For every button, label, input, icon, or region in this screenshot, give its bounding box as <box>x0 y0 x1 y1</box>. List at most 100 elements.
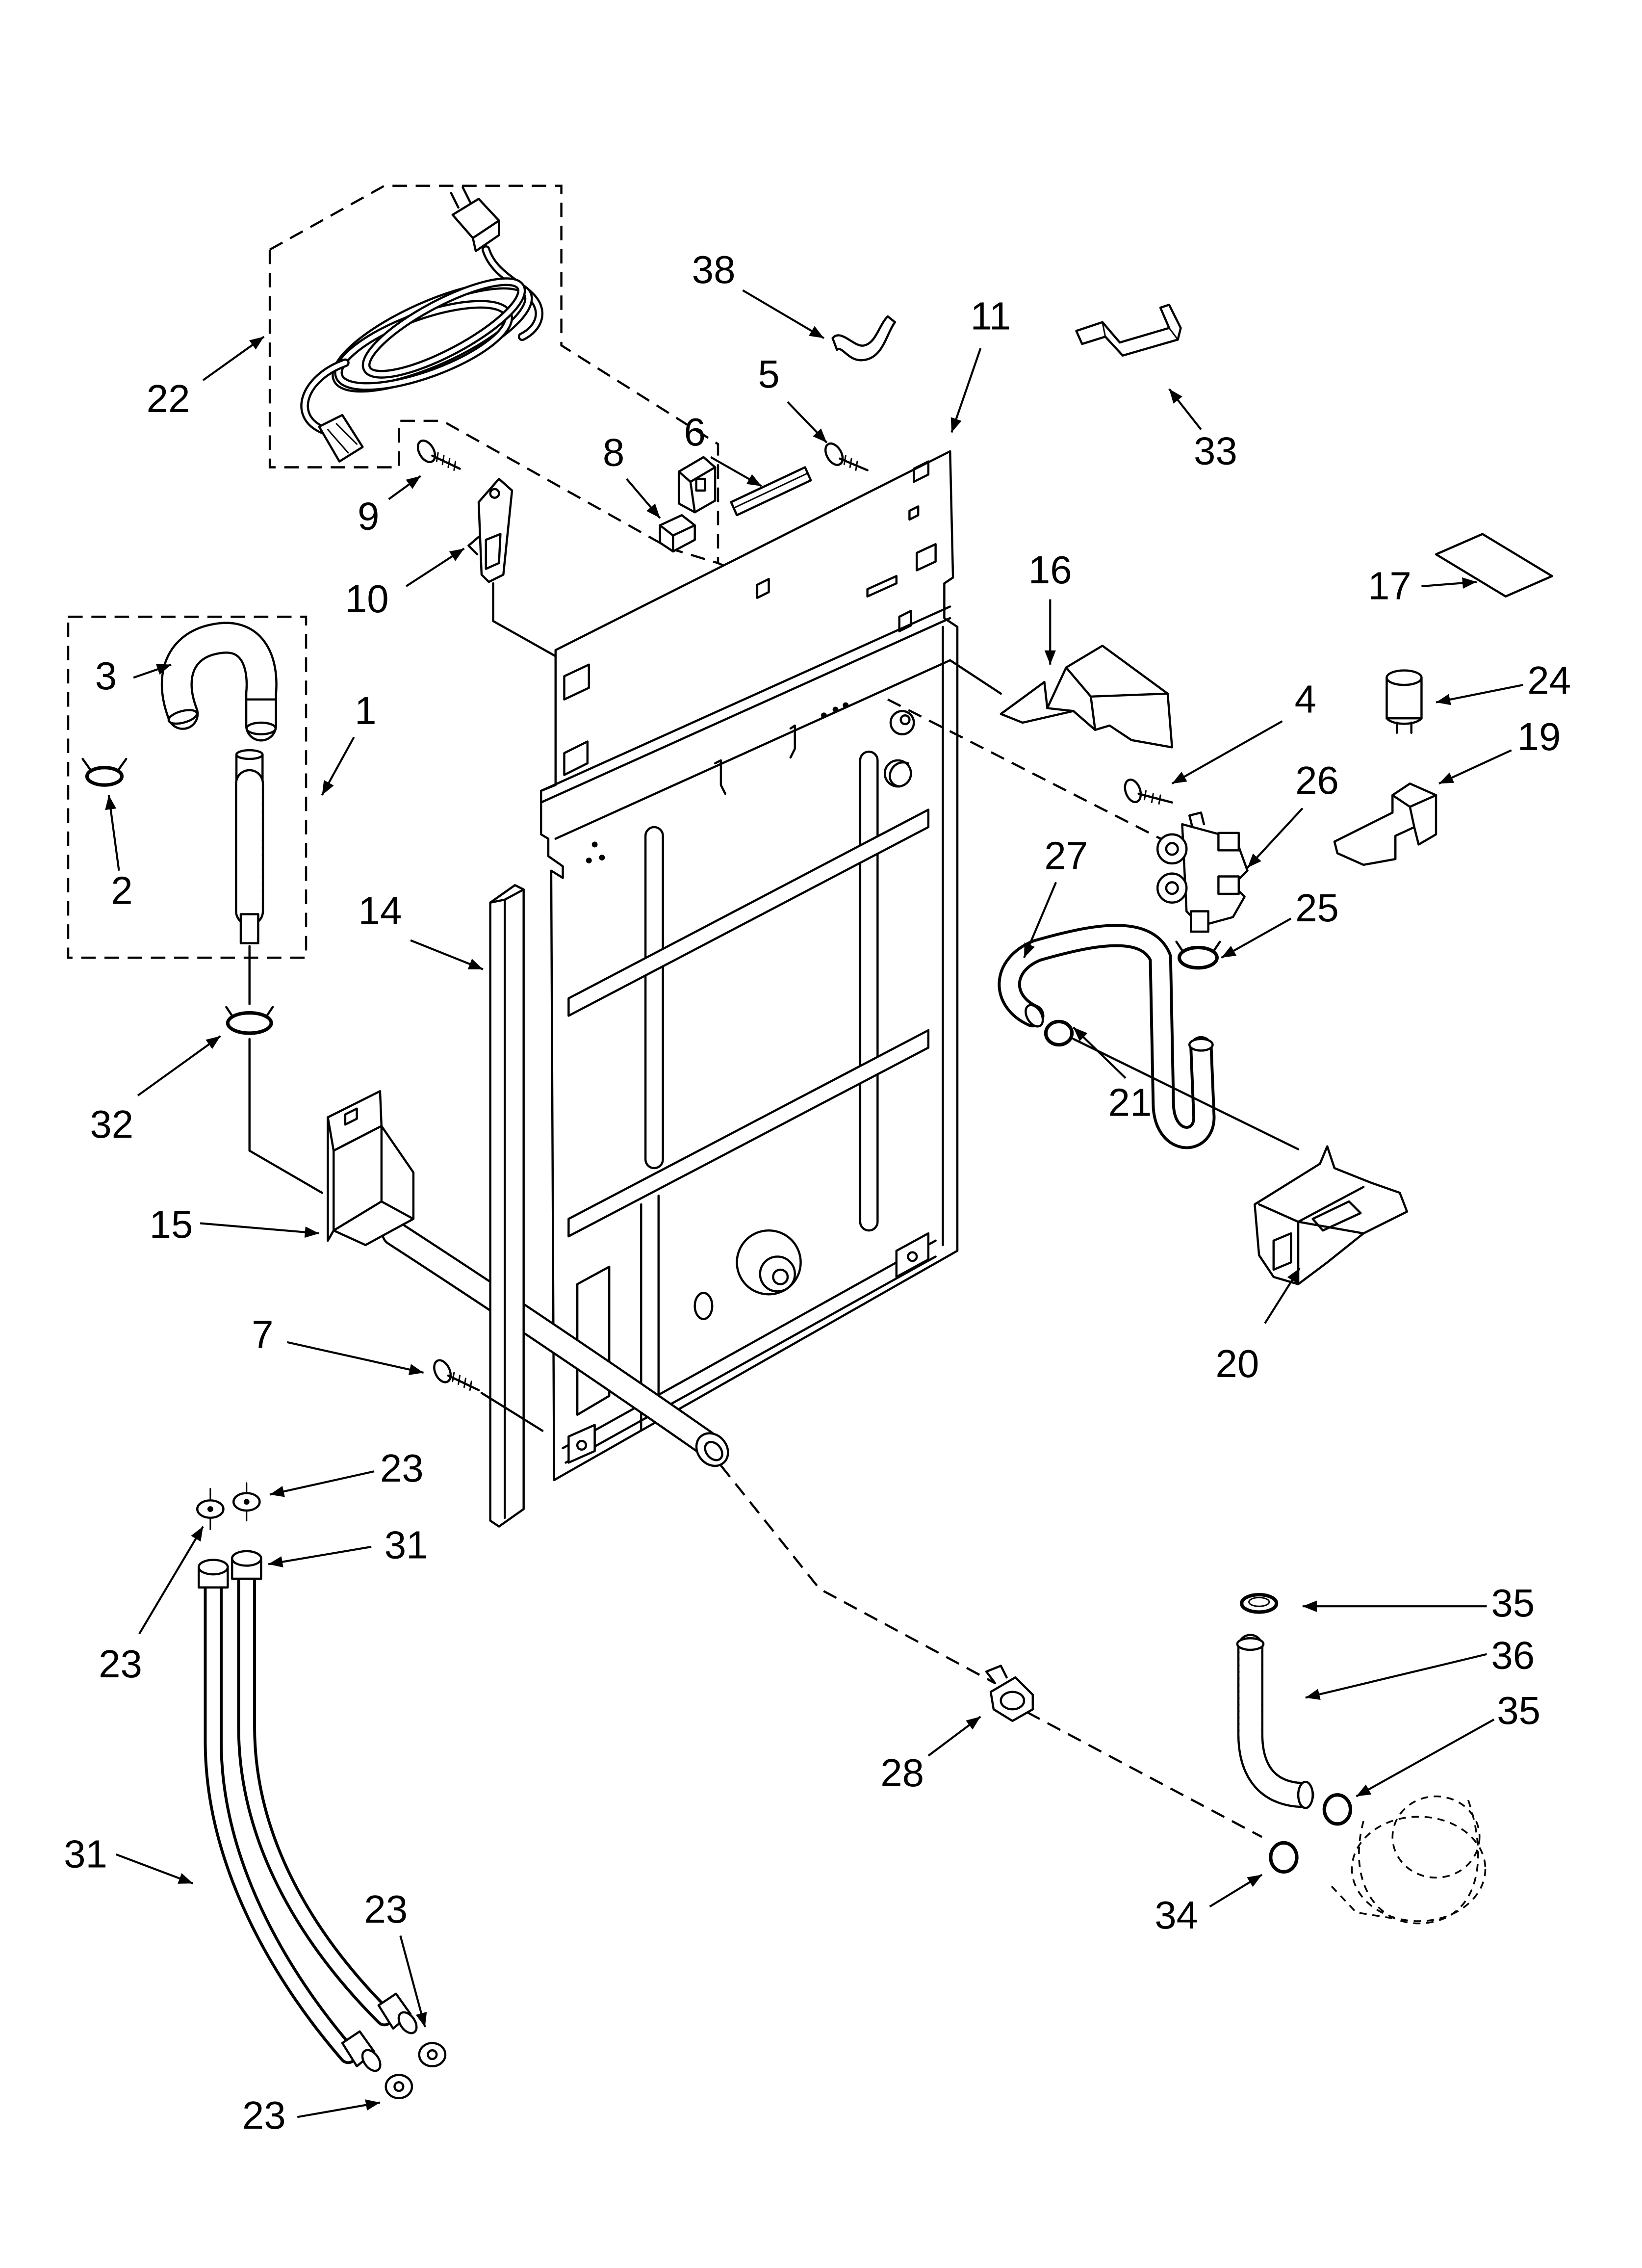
callout-2: 2 <box>111 869 132 912</box>
hose-route-dashed <box>720 1464 996 1684</box>
callout-23-right: 23 <box>364 1887 408 1931</box>
callout-31-top: 31 <box>385 1523 428 1567</box>
callout-28: 28 <box>880 1751 924 1795</box>
leader-9 <box>388 475 421 500</box>
callout-20: 20 <box>1215 1342 1259 1385</box>
kit-boundary-dashed <box>67 615 308 959</box>
leader-23-b <box>138 1526 204 1635</box>
leader-26 <box>1247 808 1304 869</box>
pump-outline-dashed <box>1331 1795 1487 1925</box>
leader-21 <box>1073 1026 1127 1079</box>
leader-10 <box>405 547 465 587</box>
callout-19: 19 <box>1517 715 1561 758</box>
part-corrugated-hose-1 <box>235 749 264 944</box>
callout-1: 1 <box>355 689 376 732</box>
plug-base <box>471 219 500 253</box>
part-washer-35 <box>1240 1592 1353 1826</box>
clamp-route-dashed <box>1026 1711 1263 1838</box>
callout-4: 4 <box>1295 677 1316 721</box>
part-clip-38 <box>831 315 897 362</box>
callout-36: 36 <box>1491 1633 1535 1677</box>
callout-7: 7 <box>252 1313 273 1356</box>
part-washers-23 <box>196 1492 447 2100</box>
part-corrugated-drain-hose <box>381 1220 996 1684</box>
leader-1 <box>321 736 355 796</box>
callout-23-top: 23 <box>380 1446 424 1490</box>
bracket-connector-line <box>949 659 1002 695</box>
leader-lines <box>105 289 1523 2118</box>
part-screw-7 <box>433 1359 544 1432</box>
leader-2 <box>105 795 120 871</box>
leader-7 <box>287 1341 424 1376</box>
leader-33 <box>1168 388 1202 430</box>
callout-16: 16 <box>1028 548 1072 592</box>
callout-23-bottom: 23 <box>242 2093 286 2137</box>
callout-26: 26 <box>1295 758 1339 802</box>
callout-23-left: 23 <box>99 1642 142 1686</box>
part-inlet-hoses <box>197 1482 418 2072</box>
leader-15 <box>200 1222 319 1238</box>
leader-27 <box>1023 882 1057 958</box>
part-clamp-28 <box>985 1665 1263 1838</box>
part-hose-27 <box>998 924 1216 1149</box>
leader-23-d <box>297 2099 381 2118</box>
part-clamp-32 <box>225 1006 274 1035</box>
part-clamp-21 <box>1044 1019 1300 1150</box>
callout-6: 6 <box>684 410 705 454</box>
part-capacitor-24 <box>1385 669 1423 734</box>
callout-35-top: 35 <box>1491 1581 1535 1625</box>
leader-8 <box>626 478 661 519</box>
callout-3: 3 <box>95 654 117 698</box>
part-bracket-19 <box>1333 782 1437 866</box>
part-bracket-15 <box>327 1090 415 1246</box>
part-screw-9 <box>416 439 461 471</box>
leader-6 <box>710 456 762 487</box>
part-clamp-25 <box>1175 940 1221 970</box>
part-screw-5 <box>824 442 869 471</box>
leader-36 <box>1305 1653 1488 1700</box>
part-water-valve-26 <box>1156 811 1249 933</box>
part-washer-34 <box>1269 1841 1299 1874</box>
leader-5 <box>787 401 828 443</box>
leader-22 <box>202 336 265 381</box>
leader-24 <box>1436 684 1523 705</box>
cord-connector-detail <box>327 423 358 454</box>
leader-32 <box>137 1035 221 1096</box>
callout-22: 22 <box>147 377 190 420</box>
part-hook-hose-3 <box>160 622 278 742</box>
callout-15: 15 <box>150 1202 193 1246</box>
panel-lower-features <box>562 1229 937 1464</box>
leader-31-b <box>115 1853 194 1885</box>
leader-23-a <box>269 1470 375 1497</box>
callout-11: 11 <box>971 294 1011 338</box>
part-hose-kit <box>67 615 323 1194</box>
part-trim-strip-14 <box>489 884 525 1528</box>
leader-31-a <box>268 1545 372 1568</box>
leader-34 <box>1209 1874 1263 1908</box>
callout-9: 9 <box>358 495 379 538</box>
part-clamp-2 <box>81 757 128 787</box>
hose-connector-line <box>248 945 323 1194</box>
callout-38: 38 <box>692 248 736 291</box>
plug-prongs <box>450 186 471 209</box>
part-label-17 <box>1435 533 1553 598</box>
leader-11 <box>950 348 982 433</box>
callout-24: 24 <box>1527 658 1571 702</box>
part-20 <box>1254 1145 1409 1285</box>
part-clip-33 <box>1075 304 1182 357</box>
part-power-cord <box>268 184 795 599</box>
callout-5: 5 <box>758 352 779 396</box>
cord-boundary-dashed-lower <box>268 249 795 599</box>
part-screw-4 <box>1124 779 1173 805</box>
leader-3 <box>133 663 172 679</box>
callout-25: 25 <box>1295 886 1339 930</box>
panel-outline <box>539 450 959 1482</box>
callout-31-left: 31 <box>64 1832 107 1876</box>
callout-10: 10 <box>345 577 389 621</box>
callout-14: 14 <box>358 889 402 933</box>
screw-connector-line <box>480 1392 544 1432</box>
leader-35-b <box>1356 1719 1495 1798</box>
leader-23-c <box>399 1935 427 2028</box>
leader-19 <box>1438 749 1512 785</box>
leader-17 <box>1421 577 1477 589</box>
